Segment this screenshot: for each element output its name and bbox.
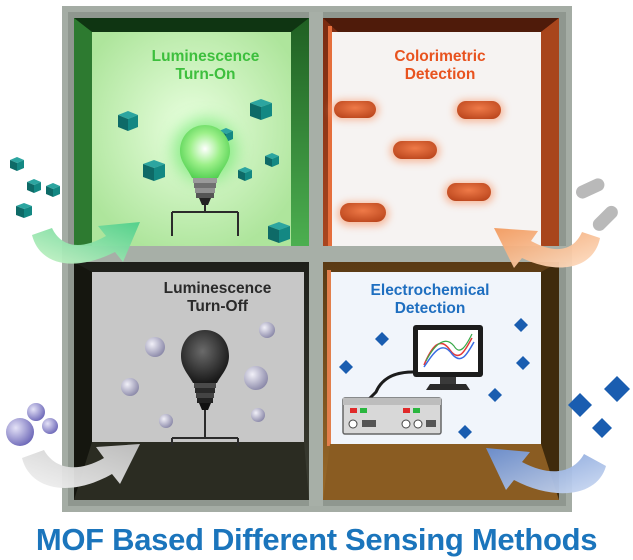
pill-analytes bbox=[576, 178, 618, 231]
diamond-icon bbox=[339, 360, 353, 374]
sphere-icon bbox=[6, 418, 34, 446]
colorimetric-title: Colorimetric Detection bbox=[365, 48, 515, 84]
electro-title-line2: Detection bbox=[394, 300, 466, 317]
turn-off-spheres bbox=[121, 322, 275, 428]
turn-off-title: Luminescence Turn-Off bbox=[135, 280, 300, 316]
cube-icon bbox=[265, 153, 279, 167]
electro-title-line1: Electrochemical bbox=[370, 282, 490, 299]
cube-analytes bbox=[10, 157, 60, 218]
cube-icon bbox=[10, 157, 24, 171]
horizontal-divider bbox=[68, 246, 566, 262]
diamond-icon bbox=[604, 376, 630, 402]
sphere-icon bbox=[251, 408, 265, 422]
curved-arrow-icon bbox=[22, 444, 140, 488]
cube-icon bbox=[250, 99, 272, 120]
sphere-icon bbox=[244, 366, 268, 390]
electro-title: Electrochemical Detection bbox=[350, 282, 510, 318]
pill-icon bbox=[334, 101, 376, 118]
cube-icon bbox=[118, 111, 138, 131]
pill-icon bbox=[447, 183, 491, 201]
turn-on-title-line2: Turn-On bbox=[175, 66, 236, 83]
sphere-icon bbox=[121, 378, 139, 396]
turn-off-title-line2: Turn-Off bbox=[187, 298, 248, 315]
diamond-icon bbox=[375, 332, 389, 346]
cube-icon bbox=[27, 179, 41, 193]
cable bbox=[366, 370, 414, 402]
sphere-icon bbox=[42, 418, 58, 434]
cube-icon bbox=[238, 167, 252, 181]
diamond-icon bbox=[514, 318, 528, 332]
cube-icon bbox=[143, 160, 165, 181]
diamond-icon bbox=[592, 418, 612, 438]
diamond-icon bbox=[458, 425, 472, 439]
turn-on-title: Luminescence Turn-On bbox=[128, 48, 283, 84]
computer-monitor-icon bbox=[413, 325, 483, 390]
sphere-icon bbox=[27, 403, 45, 421]
colorimetric-title-line1: Colorimetric bbox=[394, 48, 486, 65]
turn-on-title-line1: Luminescence bbox=[151, 48, 260, 65]
diamond-icon bbox=[488, 388, 502, 402]
cube-icon bbox=[16, 203, 32, 218]
pill-icon bbox=[457, 101, 501, 119]
light-bulb-off-icon bbox=[171, 330, 239, 446]
cube-icon bbox=[268, 222, 290, 243]
pill-icon bbox=[592, 205, 618, 231]
sphere-analytes bbox=[6, 403, 58, 446]
diamond-icon bbox=[516, 356, 530, 370]
diamond-icon bbox=[568, 393, 592, 417]
turn-off-title-line1: Luminescence bbox=[163, 280, 272, 297]
colorimetric-pills bbox=[331, 100, 504, 226]
sphere-icon bbox=[259, 322, 275, 338]
curved-arrow-icon bbox=[32, 222, 140, 264]
curved-arrow-icon bbox=[494, 228, 600, 268]
diamond-analytes bbox=[568, 376, 630, 438]
sphere-icon bbox=[159, 414, 173, 428]
pill-icon bbox=[340, 203, 386, 222]
cube-icon bbox=[46, 183, 60, 197]
colorimetric-title-line2: Detection bbox=[404, 66, 476, 83]
pill-icon bbox=[393, 141, 437, 159]
pill-icon bbox=[576, 178, 605, 199]
light-bulb-icon bbox=[171, 125, 239, 236]
potentiostat-icon bbox=[342, 397, 442, 435]
main-title: MOF Based Different Sensing Methods bbox=[35, 522, 598, 557]
curved-arrow-icon bbox=[486, 448, 606, 494]
sphere-icon bbox=[145, 337, 165, 357]
